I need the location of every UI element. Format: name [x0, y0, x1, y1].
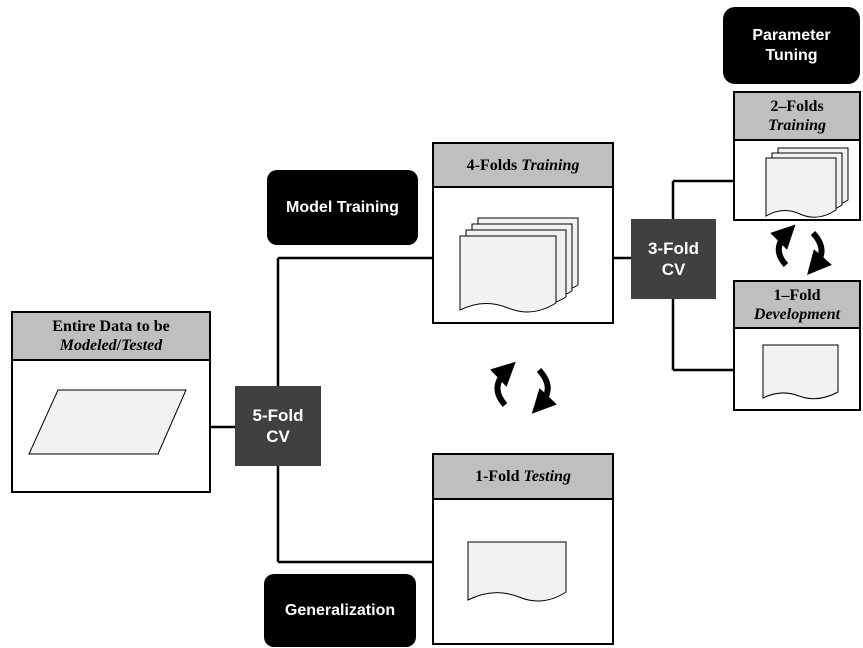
one-fold-development-card: 1–Fold Development — [733, 280, 861, 411]
entire-data-card: Entire Data to be Modeled/Tested — [11, 311, 211, 493]
one-fold-dev-line1: 1–Fold — [773, 286, 821, 304]
four-folds-prefix: 4-Folds — [466, 156, 522, 174]
connector-5fold — [210, 256, 432, 564]
one-fold-dev-line2: Development — [753, 305, 841, 323]
document-icon-testing — [467, 541, 567, 602]
generalization-label: Generalization — [264, 574, 416, 647]
three-fold-line1: 3-Fold — [648, 239, 699, 258]
parameter-tuning-line2: Tuning — [765, 46, 818, 64]
five-fold-line2: CV — [266, 427, 290, 446]
one-fold-dev-header: 1–Fold Development — [735, 282, 859, 329]
documents-icon-2folds — [765, 147, 849, 218]
four-folds-emph: Training — [521, 156, 580, 174]
entire-data-line2: Modeled/Tested — [60, 336, 163, 355]
entire-data-modeled: Modeled — [59, 337, 117, 354]
four-folds-training-card: 4-Folds Training — [432, 142, 614, 324]
two-folds-training-card: 2–Folds Training — [733, 91, 861, 221]
cycle-arrows-tuning-icon — [770, 224, 832, 276]
one-fold-testing-header: 1-Fold Testing — [434, 455, 612, 500]
two-folds-line2: Training — [767, 117, 827, 134]
entire-data-line1: Entire Data to be — [52, 318, 170, 335]
cycle-arrows-icon — [490, 361, 557, 414]
stacked-documents-icon — [459, 217, 579, 313]
entire-data-header: Entire Data to be Modeled/Tested — [13, 313, 209, 361]
one-fold-testing-card: 1-Fold Testing — [432, 453, 614, 645]
one-fold-testing-emph: Testing — [523, 468, 571, 485]
three-fold-line2: CV — [661, 260, 686, 279]
parameter-tuning-label: Parameter Tuning — [723, 7, 860, 84]
two-folds-header: 2–Folds Training — [735, 93, 859, 141]
entire-data-tested: Tested — [121, 337, 163, 354]
five-fold-line1: 5-Fold — [252, 406, 304, 425]
entire-data-sep: / — [116, 337, 122, 354]
parameter-tuning-line1: Parameter — [752, 26, 831, 44]
five-fold-cv-box: 5-Fold CV — [235, 386, 321, 466]
document-icon-development — [762, 344, 839, 400]
parallelogram-icon — [28, 389, 187, 455]
connector-3fold — [613, 179, 733, 372]
three-fold-cv-box: 3-Fold CV — [631, 219, 716, 299]
generalization-text: Generalization — [284, 601, 396, 619]
one-fold-testing-prefix: 1-Fold — [475, 468, 524, 485]
model-training-label: Model Training — [267, 170, 418, 245]
two-folds-line1: 2–Folds — [770, 98, 824, 115]
four-folds-header: 4-Folds Training — [434, 144, 612, 188]
model-training-text: Model Training — [286, 198, 399, 216]
